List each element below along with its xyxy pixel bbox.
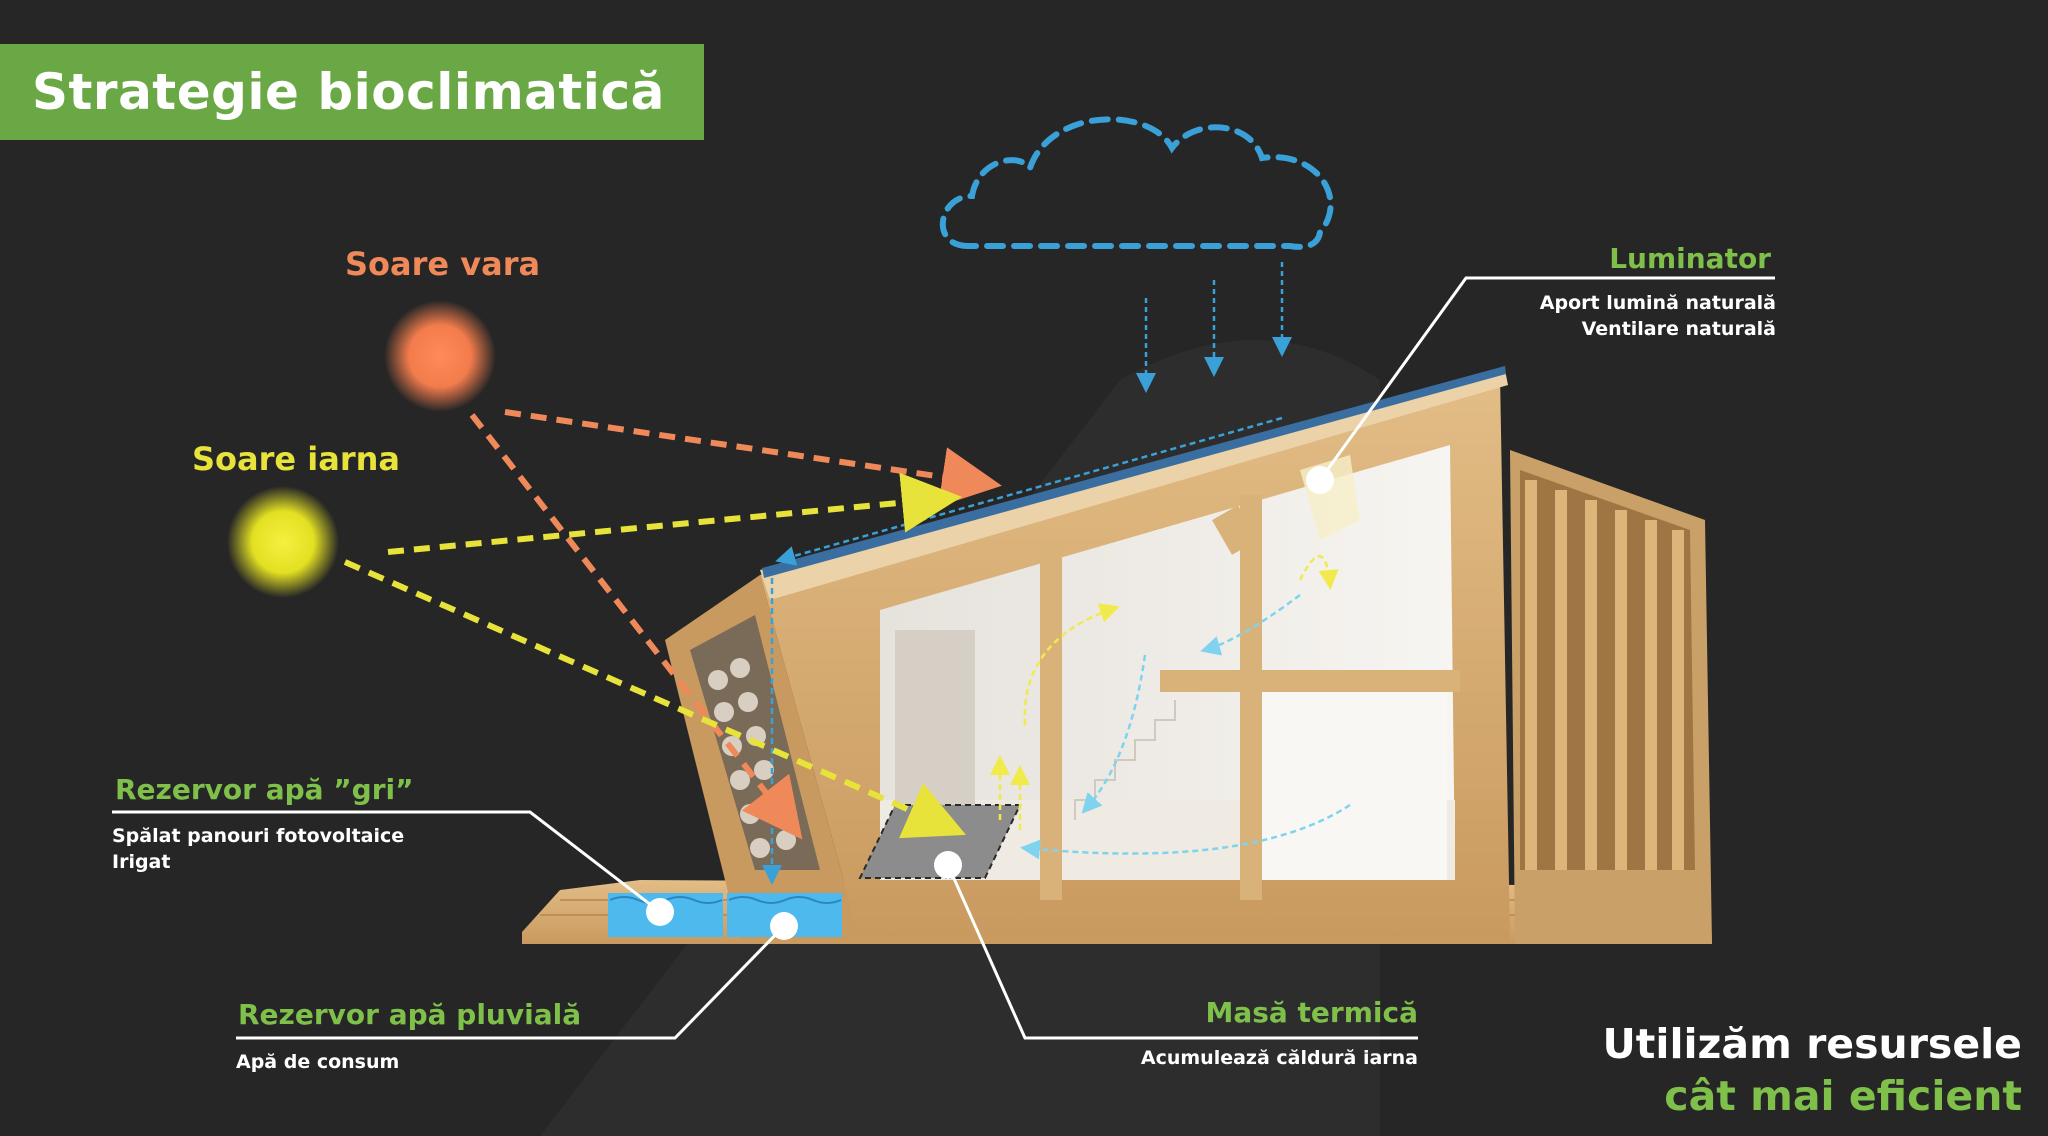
slogan-line-1: Utilizăm resursele (1602, 1020, 2023, 1068)
roof-runoff-arrow (775, 416, 1283, 566)
summer-ray-roof (504, 409, 1002, 507)
roof (760, 370, 1508, 600)
skylight-description: Aport lumină naturală Ventilare naturală (1540, 290, 1776, 342)
grey-water-title: Rezervor apă ”gri” (115, 773, 414, 806)
slogan-line-2: cât mai eficient (1664, 1072, 2022, 1120)
rain-water-title: Rezervor apă pluvială (238, 998, 582, 1031)
winter-sun-icon (227, 486, 339, 598)
callout-lines (112, 276, 1775, 1040)
grey-water-line: Irigat (112, 851, 171, 873)
summer-sun-label: Soare vara (345, 245, 541, 283)
skylight-title: Luminator (1609, 242, 1771, 275)
lower-room (1262, 692, 1447, 880)
summer-ray-wall (469, 413, 803, 840)
annex-interior (1520, 470, 1695, 870)
thermal-mass-description: Acumulează căldură iarna (1141, 1045, 1418, 1071)
title-banner: Strategie bioclimatică (0, 44, 704, 140)
slogan: Utilizăm resursele cât mai eficient (1603, 1018, 2023, 1122)
callout-dots (646, 466, 1334, 940)
rain-water-description: Apă de consum (236, 1049, 399, 1075)
rain-arrows (1136, 262, 1292, 393)
grey-water-description: Spălat panouri fotovoltaice Irigat (112, 823, 404, 875)
page-title: Strategie bioclimatică (32, 63, 665, 121)
winter-ray-roof (387, 472, 962, 555)
summer-sun-icon (384, 300, 496, 412)
skylight-line: Aport lumină naturală (1539, 292, 1776, 314)
posts (1040, 495, 1460, 900)
grey-water-line: Spălat panouri fotovoltaice (112, 825, 405, 847)
thermal-mass-line: Acumulează căldură iarna (1140, 1047, 1418, 1069)
air-flow-arrows (990, 555, 1351, 860)
winter-sun-label: Soare iarna (192, 440, 400, 478)
annex-slats (1525, 480, 1684, 870)
skylight-line: Ventilare naturală (1581, 318, 1776, 340)
thermal-mass-title: Masă termică (1205, 996, 1418, 1029)
cloud-icon (940, 116, 1334, 250)
rain-water-line: Apă de consum (236, 1051, 400, 1073)
winter-ray-floor (343, 559, 966, 839)
